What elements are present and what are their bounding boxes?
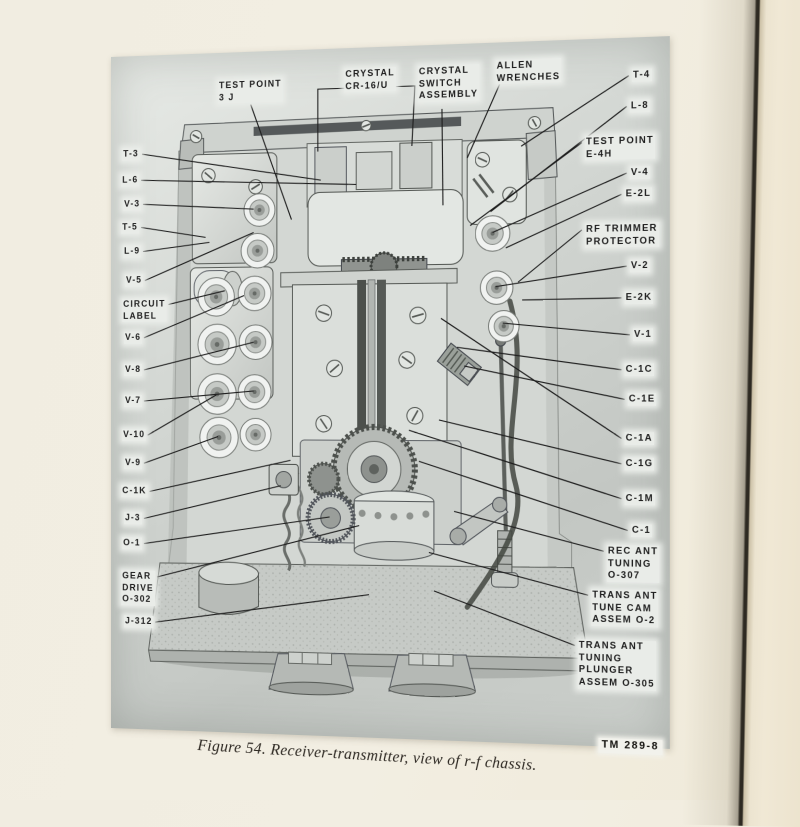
callout-test-point: TEST POINT 3 J: [218, 78, 283, 104]
callout-v-6: V-6: [124, 331, 143, 344]
callout-t-5: T-5: [121, 221, 139, 234]
callout-o-1: O-1: [122, 537, 142, 550]
callout-c-1m: C-1M: [624, 492, 655, 506]
chassis-illustration: [111, 36, 670, 749]
callout-v-4: V-4: [629, 166, 650, 179]
callout-test-point: TEST POINT E-4H: [585, 134, 656, 161]
callout-circuit: CIRCUIT LABEL: [122, 298, 167, 323]
tm-reference: TM 289-8: [598, 737, 663, 756]
callout-v-7: V-7: [124, 395, 143, 407]
callout-e-2l: E-2L: [624, 187, 653, 201]
callout-allen: ALLEN WRENCHES: [495, 57, 562, 85]
callout-v-10: V-10: [122, 429, 147, 441]
callout-v-5: V-5: [125, 274, 144, 287]
callout-trans-ant: TRANS ANT TUNE CAM ASSEM O-2: [591, 588, 659, 628]
callout-v-3: V-3: [123, 198, 142, 211]
callout-j-3: J-3: [124, 512, 142, 525]
callout-l-8: L-8: [629, 99, 650, 113]
callout-rec-ant: REC ANT TUNING O-307: [606, 544, 660, 584]
callout-t-4: T-4: [631, 68, 652, 82]
chassis: [149, 107, 589, 704]
callout-c-1k: C-1K: [121, 485, 148, 498]
callout-v-9: V-9: [124, 457, 143, 469]
callout-c-1: C-1: [630, 524, 653, 537]
callout-gear: GEAR DRIVE O-302: [121, 570, 155, 607]
callout-crystal: CRYSTAL SWITCH ASSEMBLY: [417, 64, 480, 103]
callout-c-1g: C-1G: [624, 457, 655, 471]
callout-j-312: J-312: [124, 615, 154, 628]
callout-c-1c: C-1C: [624, 363, 654, 376]
callout-v-8: V-8: [124, 363, 143, 376]
callout-v-1: V-1: [632, 328, 654, 341]
callout-trans-ant: TRANS ANT TUNING PLUNGER ASSEM O-305: [577, 639, 656, 691]
callout-e-2k: E-2K: [624, 291, 654, 304]
callout-l-9: L-9: [123, 245, 142, 258]
page-gutter-shadow: [682, 0, 800, 827]
callout-c-1a: C-1A: [624, 432, 654, 445]
callout-crystal: CRYSTAL CR-16/U: [344, 66, 396, 93]
callout-t-3: T-3: [122, 148, 140, 161]
callout-l-6: L-6: [121, 174, 140, 187]
tube-cans: [198, 193, 275, 458]
callout-rf-trimmer: RF TRIMMER PROTECTOR: [585, 222, 659, 249]
callout-c-1e: C-1E: [627, 393, 657, 406]
callout-v-2: V-2: [629, 259, 650, 273]
